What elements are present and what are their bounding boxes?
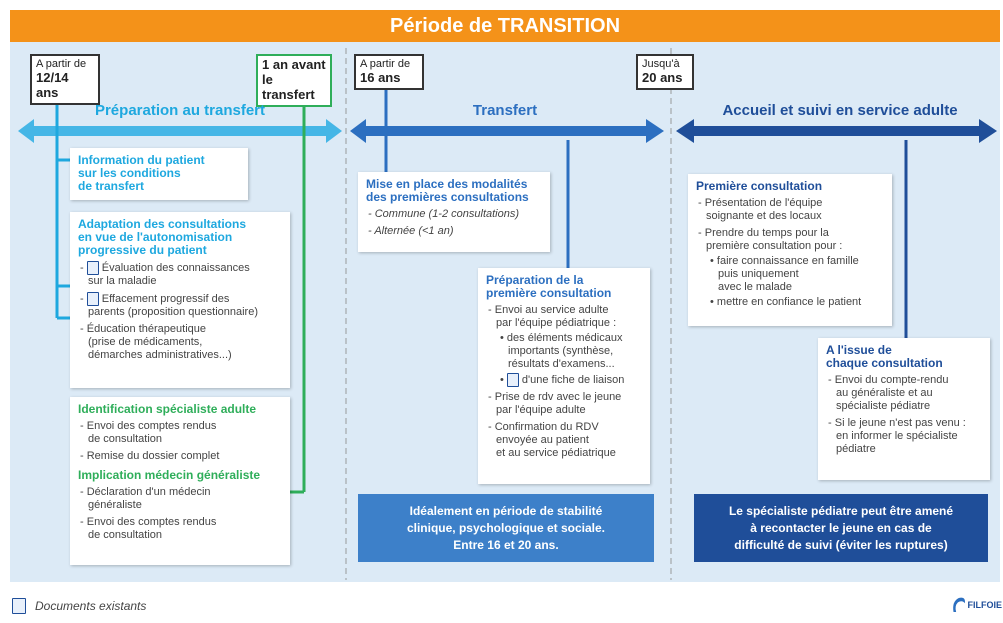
document-icon [12, 598, 26, 614]
legend: Documents existants [12, 598, 146, 614]
accueil-arrow [676, 119, 997, 143]
box-information-patient: Information du patient sur les condition… [70, 148, 248, 200]
prep-arrow [18, 119, 342, 143]
phase-preparation: Préparation au transfert [94, 102, 266, 119]
phase-transfert: Transfert [472, 102, 538, 119]
document-icon [86, 261, 99, 275]
box-adaptation-consultations: Adaptation des consultations en vue de l… [70, 212, 290, 388]
box-preparation-premiere-consultation: Préparation de la première consultation … [478, 268, 650, 484]
legend-label: Documents existants [35, 599, 147, 613]
phase-accueil: Accueil et suivi en service adulte [722, 102, 958, 119]
page-title: Période de TRANSITION [10, 10, 1000, 42]
document-icon [506, 373, 519, 387]
box-identification-specialiste: Identification spécialiste adulte Envoi … [70, 397, 290, 565]
document-icon [86, 292, 99, 306]
logo-mark-icon [953, 597, 965, 612]
transfert-arrow [350, 119, 664, 143]
box-premiere-consultation: Première consultation Présentation de l'… [688, 174, 892, 326]
box-modalites-consultations: Mise en place des modalités des première… [358, 172, 550, 252]
filfoie-logo: FILFOIE [950, 590, 1002, 620]
box-issue-consultation: A l'issue de chaque consultation Envoi d… [818, 338, 990, 480]
